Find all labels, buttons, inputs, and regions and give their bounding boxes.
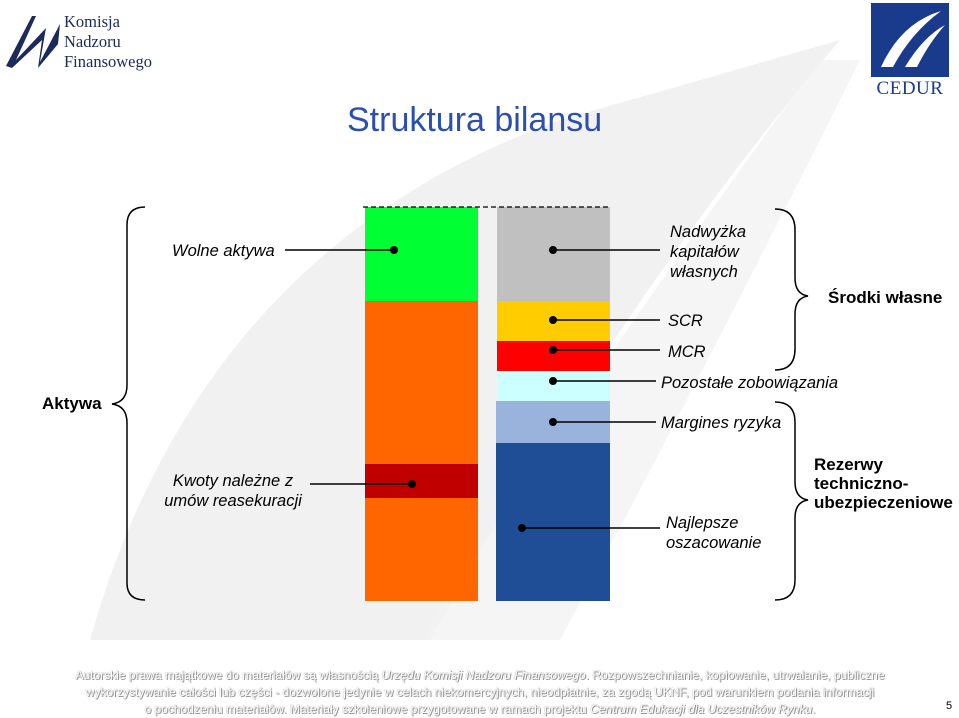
page-title: Struktura bilansu [347, 101, 603, 139]
block-aktywa-pozostale [365, 301, 478, 464]
label-margines-ryzyka: Margines ryzyka [661, 414, 782, 432]
label-aktywa: Aktywa [42, 394, 102, 413]
label-kwoty-reasekuracji: Kwoty należne z umów reasekuracji [164, 472, 302, 510]
cedur-logo-icon [871, 3, 949, 77]
label-najlepsze-oszacowanie: Najlepsze oszacowanie [666, 514, 762, 552]
label-rezerwy-techniczno-ubezpieczeniowe: Rezerwy techniczno- ubezpieczeniowe [814, 455, 953, 512]
label-scr: SCR [668, 312, 703, 330]
block-kwoty-reasekuracji [365, 464, 478, 498]
block-nadwyzka [497, 207, 610, 301]
block-aktywa-dol [365, 498, 478, 601]
block-wolne-aktywa [365, 207, 478, 301]
block-pozostale-zobowiazania [497, 371, 610, 401]
block-mcr [497, 341, 610, 371]
label-nadwyzka: Nadwyżka kapitałów własnych [670, 223, 747, 281]
copyright-footer: Autorskie prawa majątkowe do materiałów … [75, 668, 885, 716]
label-wolne-aktywa: Wolne aktywa [172, 242, 275, 260]
block-najlepsze-oszacowanie [496, 443, 610, 601]
page-number: 5 [946, 700, 953, 712]
knf-logo-text: Komisja Nadzoru Finansowego [64, 12, 152, 71]
label-mcr: MCR [668, 343, 706, 361]
knf-logo-icon [6, 16, 60, 68]
cedur-logo-text: CEDUR [876, 78, 944, 99]
label-srodki-wlasne: Środki własne [828, 288, 943, 307]
label-pozostale-zobowiazania: Pozostałe zobowiązania [661, 374, 839, 392]
